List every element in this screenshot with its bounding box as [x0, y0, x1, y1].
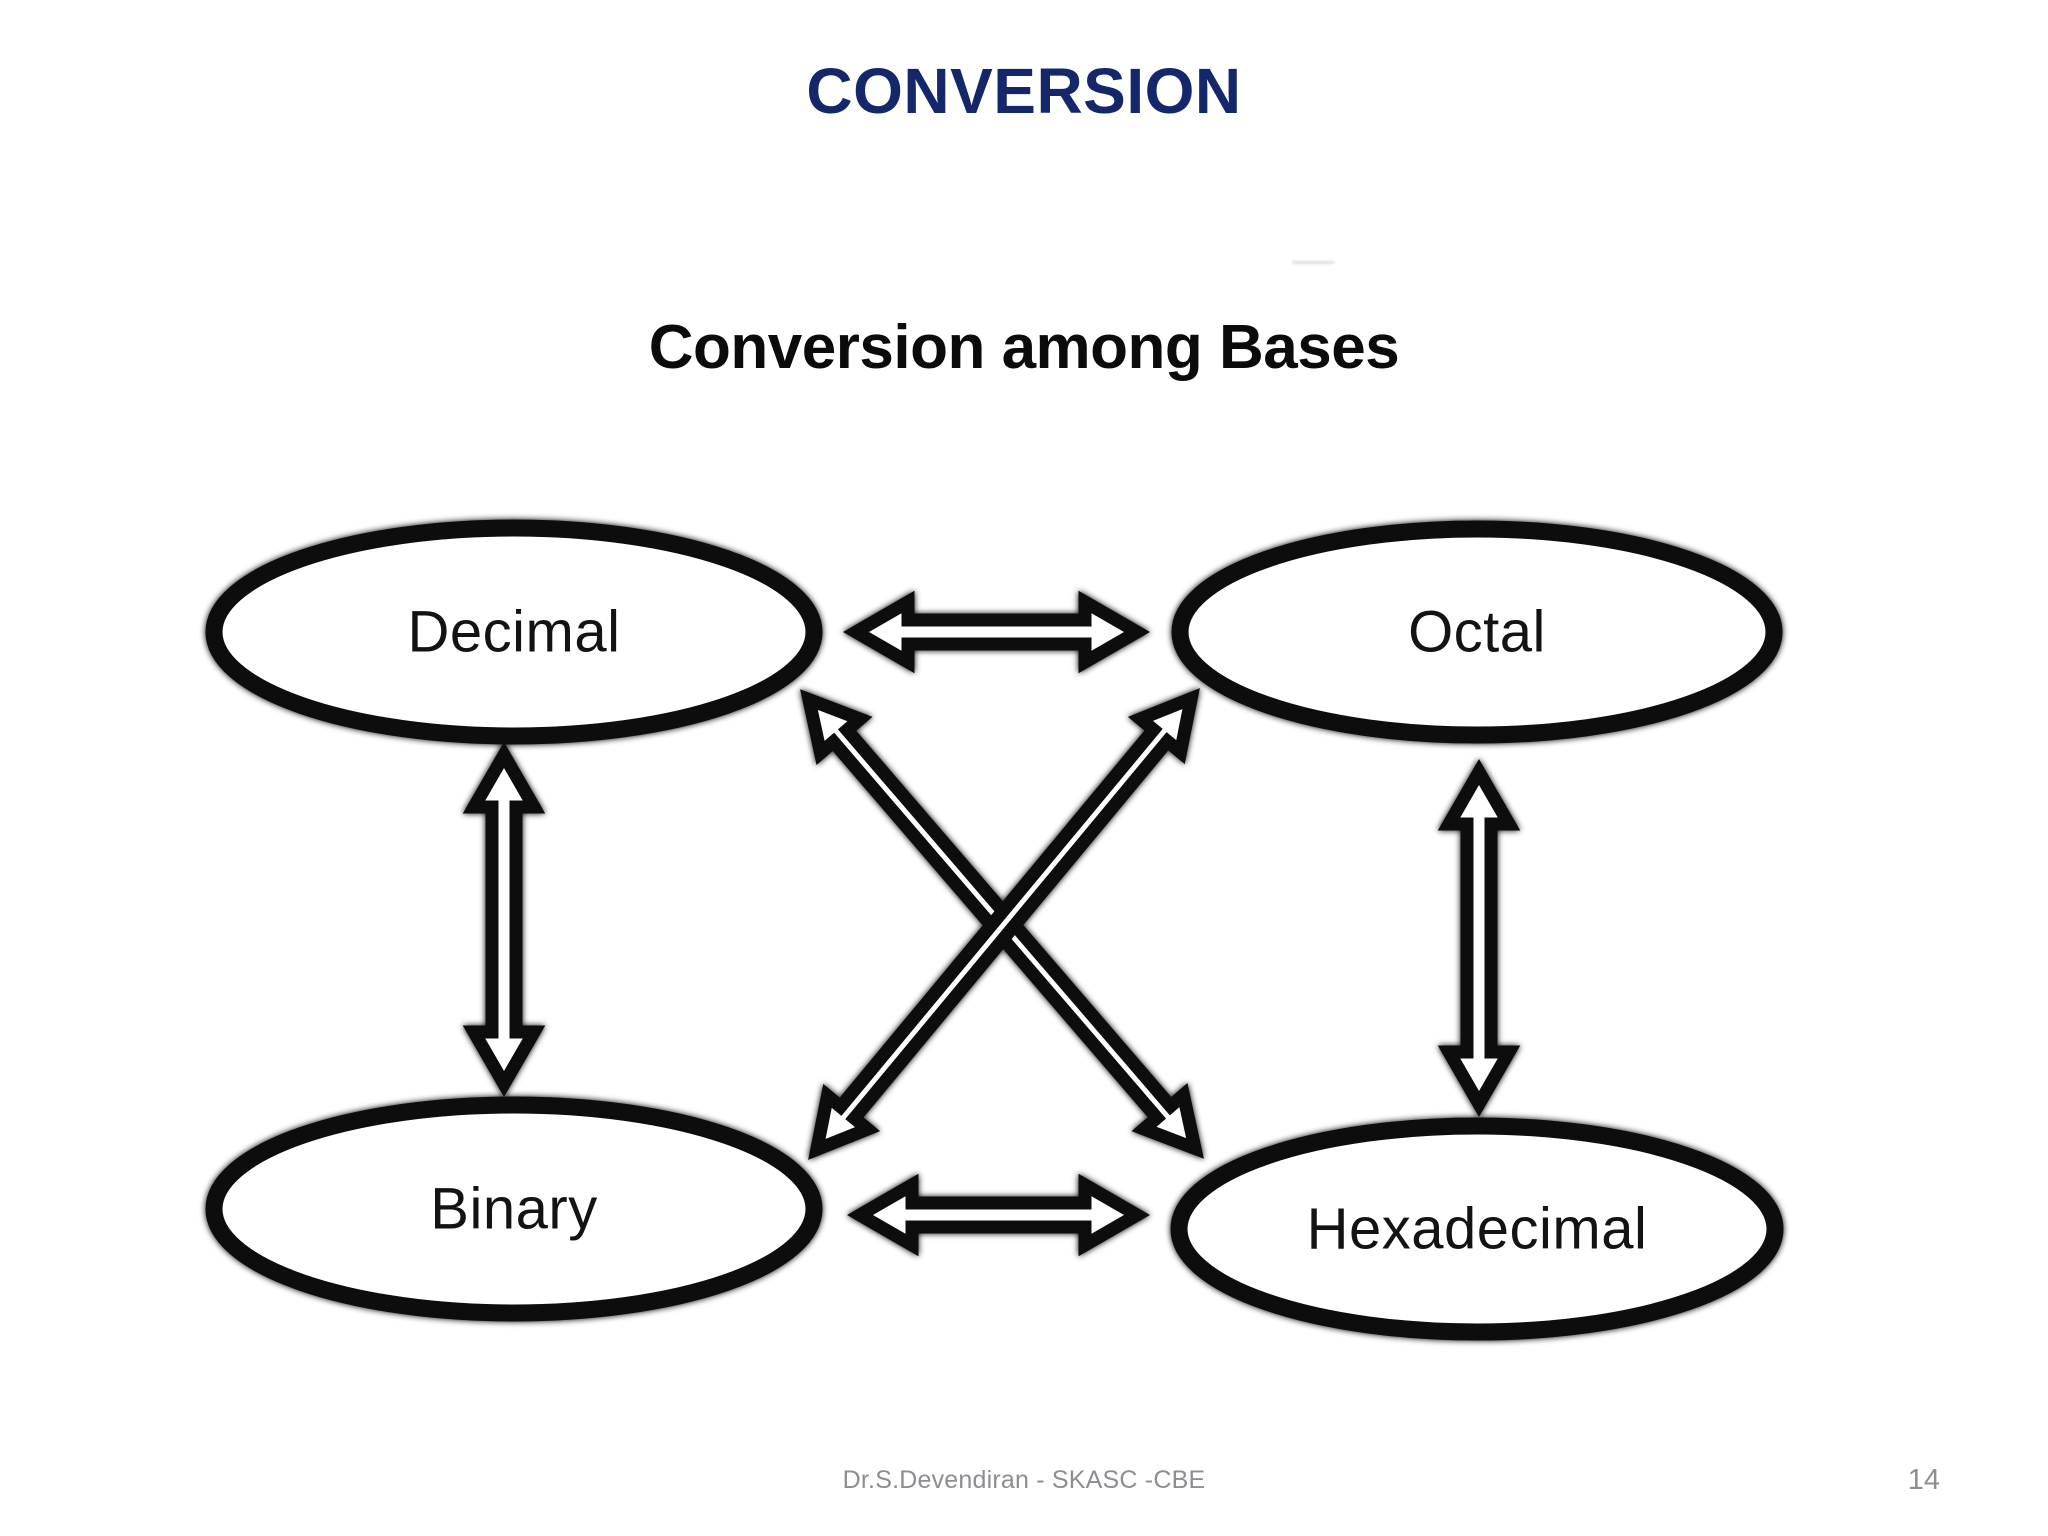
connector-decimal-octal[interactable] — [842, 590, 1151, 674]
node-label-decimal: Decimal — [407, 599, 621, 665]
connector-binary-octal[interactable] — [797, 682, 1211, 1166]
node-ellipse-hexadecimal[interactable] — [1170, 1117, 1784, 1341]
node-ellipse-decimal[interactable] — [205, 519, 823, 745]
connector-decimal-binary[interactable] — [462, 741, 546, 1098]
node-label-binary: Binary — [430, 1176, 598, 1242]
page-number: 14 — [1907, 1464, 1940, 1496]
node-ellipse-binary[interactable] — [205, 1096, 823, 1322]
connector-octal-hexadecimal[interactable] — [1437, 758, 1521, 1118]
node-label-hexadecimal: Hexadecimal — [1306, 1196, 1648, 1262]
node-ellipse-octal[interactable] — [1171, 520, 1783, 744]
connector-binary-hexadecimal[interactable] — [846, 1173, 1151, 1257]
scan-artifact-line — [1292, 261, 1334, 264]
node-label-octal: Octal — [1408, 599, 1546, 665]
page-title: CONVERSION — [806, 55, 1242, 127]
diagram-heading: Conversion among Bases — [648, 313, 1400, 382]
footer-credit: Dr.S.Devendiran - SKASC -CBE — [842, 1466, 1206, 1494]
